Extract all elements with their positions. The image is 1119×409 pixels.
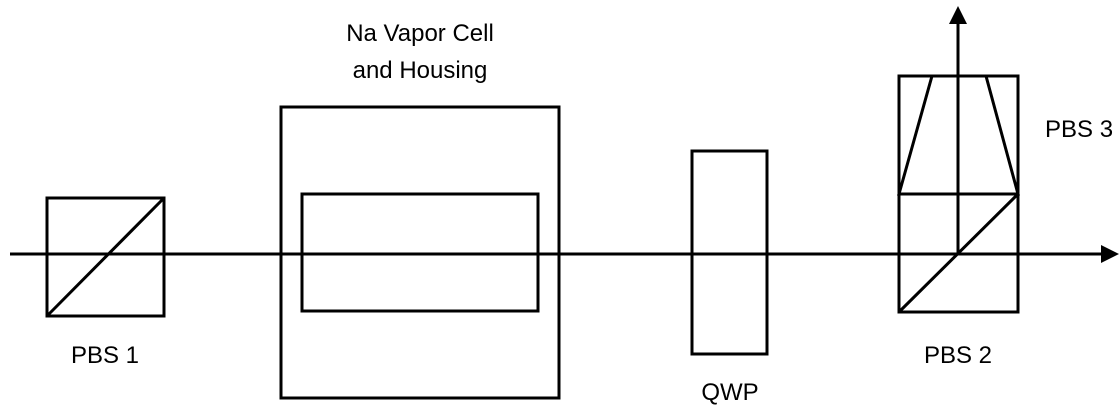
- vapor-cell: [300, 192, 540, 313]
- pbs1-component: [45, 196, 166, 318]
- vapor-cell-housing: [279, 105, 561, 400]
- pbs3-label: PBS 3: [1045, 116, 1114, 143]
- vertical-beam-arrowhead: [949, 6, 967, 24]
- pbs3-trapezoid: [897, 74, 1020, 196]
- qwp-label: QWP: [701, 379, 759, 406]
- main-beam-arrowhead: [1101, 245, 1119, 263]
- vapor-cell-label-line1: Na Vapor Cell: [346, 20, 494, 47]
- qwp-plate: [690, 149, 769, 356]
- vapor-cell-label-line2: and Housing: [352, 57, 488, 84]
- pbs1-diagonal: [45, 196, 166, 318]
- pbs2-label: PBS 2: [923, 342, 993, 369]
- pbs-stack-component: [897, 6, 1020, 314]
- pbs1-label: PBS 1: [70, 342, 140, 369]
- vapor-cell-component: [279, 105, 561, 400]
- pbs1-cube: [45, 196, 166, 318]
